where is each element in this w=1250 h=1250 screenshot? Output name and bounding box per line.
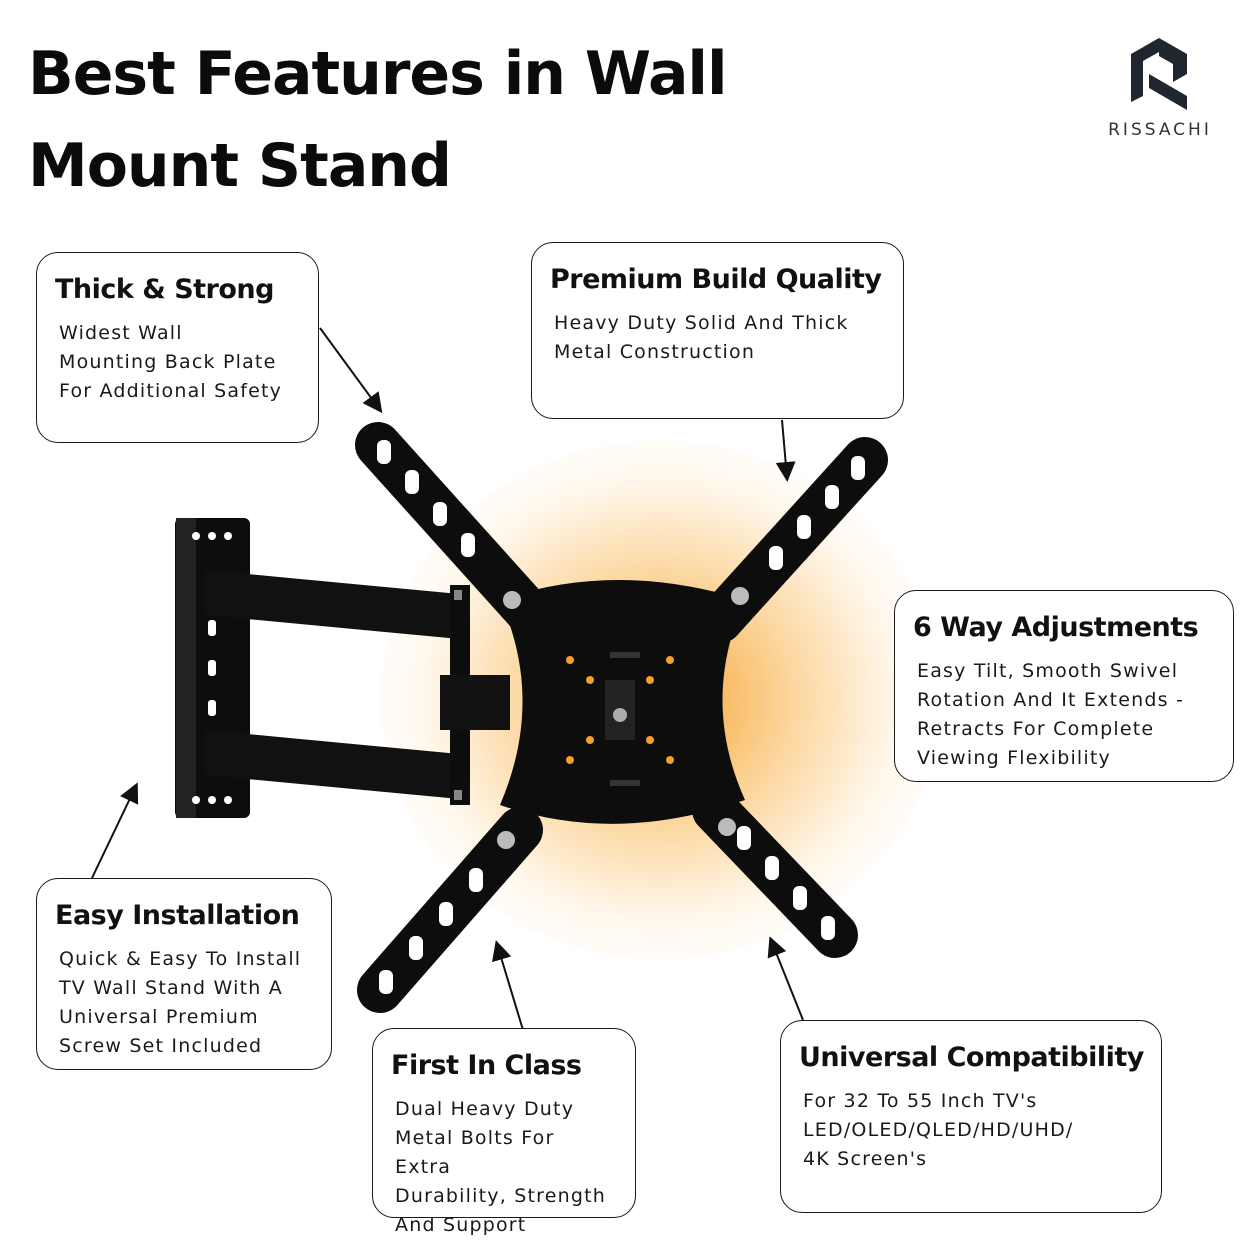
feature-card-easy-installation: Easy Installation Quick & Easy To Instal… bbox=[36, 878, 332, 1070]
tv-bracket bbox=[355, 422, 888, 1013]
feature-card-thick-strong: Thick & Strong Widest Wall Mounting Back… bbox=[36, 252, 319, 443]
page-title: Best Features in Wall Mount Stand bbox=[28, 28, 788, 212]
feature-description: Widest Wall Mounting Back Plate For Addi… bbox=[59, 322, 283, 402]
swivel-arms bbox=[205, 570, 510, 805]
feature-description: Quick & Easy To Install TV Wall Stand Wi… bbox=[59, 948, 302, 1057]
feature-card-six-way: 6 Way Adjustments Easy Tilt, Smooth Swiv… bbox=[894, 590, 1234, 782]
feature-title: 6 Way Adjustments bbox=[913, 612, 1199, 643]
feature-title: Premium Build Quality bbox=[550, 264, 882, 295]
feature-description: Dual Heavy Duty Metal Bolts For Extra Du… bbox=[395, 1098, 606, 1236]
brand-name: RISSACHI bbox=[1108, 120, 1212, 140]
feature-title: Universal Compatibility bbox=[799, 1042, 1144, 1073]
title-line-1: Best Features in Wall bbox=[28, 39, 728, 109]
feature-card-first-in-class: First In Class Dual Heavy Duty Metal Bol… bbox=[372, 1028, 636, 1236]
feature-title: First In Class bbox=[391, 1050, 582, 1081]
feature-title: Thick & Strong bbox=[55, 274, 274, 305]
feature-card-premium-build: Premium Build Quality Heavy Duty Solid A… bbox=[531, 242, 904, 419]
feature-title: Easy Installation bbox=[55, 900, 300, 931]
feature-card-universal: Universal Compatibility For 32 To 55 Inc… bbox=[780, 1020, 1162, 1213]
feature-description: Heavy Duty Solid And Thick Metal Constru… bbox=[554, 312, 849, 363]
feature-description: Easy Tilt, Smooth Swivel Rotation And It… bbox=[917, 660, 1185, 769]
rissachi-logo-icon bbox=[1131, 38, 1187, 110]
feature-description: For 32 To 55 Inch TV's LED/OLED/QLED/HD/… bbox=[803, 1090, 1074, 1170]
title-line-2: Mount Stand bbox=[28, 131, 452, 201]
brand-logo: RISSACHI bbox=[1100, 30, 1220, 140]
